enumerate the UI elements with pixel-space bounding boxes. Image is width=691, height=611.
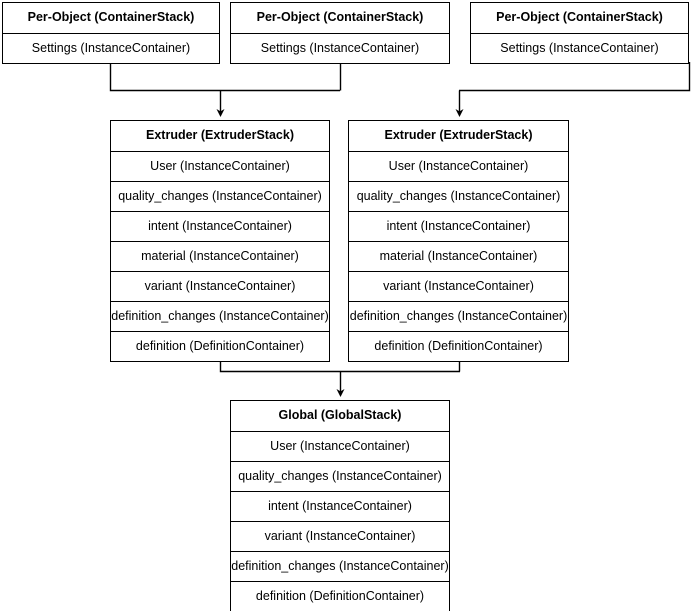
- node-row-variant: variant (InstanceContainer): [111, 271, 329, 301]
- node-row-user: User (InstanceContainer): [231, 431, 449, 461]
- node-row-material: material (InstanceContainer): [349, 241, 568, 271]
- node-row-definition: definition (DefinitionContainer): [111, 331, 329, 361]
- node-row-definition: definition (DefinitionContainer): [231, 581, 449, 611]
- node-row-user: User (InstanceContainer): [349, 151, 568, 181]
- node-header: Per-Object (ContainerStack): [231, 3, 449, 33]
- edge-per-object-1-and-2-to-extruder-1: [109, 62, 342, 117]
- node-row-definition-changes: definition_changes (InstanceContainer): [231, 551, 449, 581]
- node-header: Per-Object (ContainerStack): [471, 3, 688, 33]
- node-header: Extruder (ExtruderStack): [349, 121, 568, 151]
- node-row-intent: intent (InstanceContainer): [231, 491, 449, 521]
- node-row-settings: Settings (InstanceContainer): [231, 33, 449, 63]
- node-row-definition-changes: definition_changes (InstanceContainer): [111, 301, 329, 331]
- node-row-material: material (InstanceContainer): [111, 241, 329, 271]
- node-row-settings: Settings (InstanceContainer): [471, 33, 688, 63]
- node-extruder-2[interactable]: Extruder (ExtruderStack) User (InstanceC…: [348, 120, 569, 362]
- node-extruder-1[interactable]: Extruder (ExtruderStack) User (InstanceC…: [110, 120, 330, 362]
- node-per-object-1[interactable]: Per-Object (ContainerStack) Settings (In…: [2, 2, 220, 64]
- node-header: Per-Object (ContainerStack): [3, 3, 219, 33]
- edge-extruders-to-global: [219, 360, 461, 397]
- node-row-variant: variant (InstanceContainer): [349, 271, 568, 301]
- node-row-definition-changes: definition_changes (InstanceContainer): [349, 301, 568, 331]
- node-row-quality-changes: quality_changes (InstanceContainer): [111, 181, 329, 211]
- node-row-quality-changes: quality_changes (InstanceContainer): [231, 461, 449, 491]
- edge-per-object-3-to-extruder-2: [455, 62, 691, 117]
- node-row-quality-changes: quality_changes (InstanceContainer): [349, 181, 568, 211]
- node-row-variant: variant (InstanceContainer): [231, 521, 449, 551]
- node-row-settings: Settings (InstanceContainer): [3, 33, 219, 63]
- node-header: Global (GlobalStack): [231, 401, 449, 431]
- node-per-object-3[interactable]: Per-Object (ContainerStack) Settings (In…: [470, 2, 689, 64]
- node-row-user: User (InstanceContainer): [111, 151, 329, 181]
- node-row-definition: definition (DefinitionContainer): [349, 331, 568, 361]
- node-global-stack[interactable]: Global (GlobalStack) User (InstanceConta…: [230, 400, 450, 611]
- node-per-object-2[interactable]: Per-Object (ContainerStack) Settings (In…: [230, 2, 450, 64]
- node-row-intent: intent (InstanceContainer): [111, 211, 329, 241]
- node-header: Extruder (ExtruderStack): [111, 121, 329, 151]
- node-row-intent: intent (InstanceContainer): [349, 211, 568, 241]
